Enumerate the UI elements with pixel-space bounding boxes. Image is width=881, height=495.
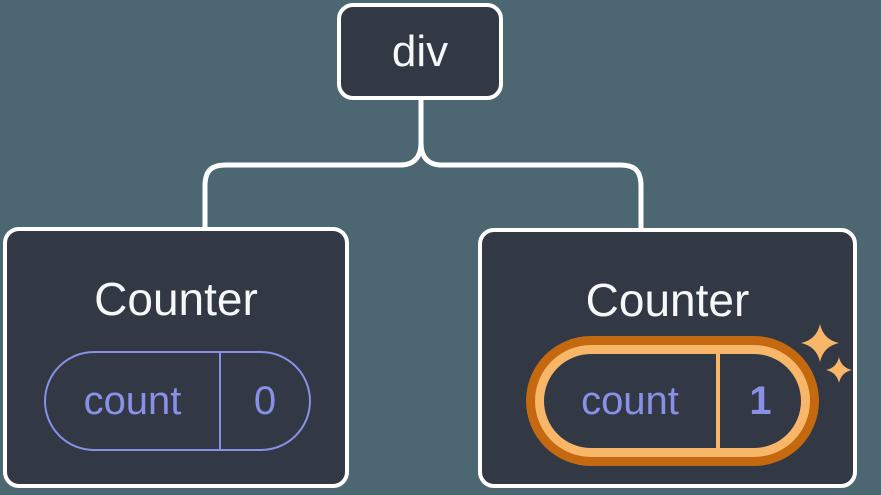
state-key-label: count: [581, 378, 679, 423]
pill-divider: [219, 353, 221, 449]
counter-title: Counter: [94, 273, 258, 325]
root-node-label: div: [391, 26, 449, 76]
root-node-div: div: [337, 3, 503, 100]
state-pill-highlight-ring-inner: count 1: [535, 345, 810, 457]
counter-node-right: Counter count 1: [478, 228, 857, 488]
sparkle-small-icon: [826, 357, 852, 383]
connector-left-branch: [202, 99, 424, 230]
connector-right-branch: [418, 142, 644, 230]
counter-node-left: Counter count 0: [3, 227, 349, 488]
state-value: 1: [749, 378, 772, 423]
state-key-label: count: [83, 378, 182, 423]
pill-divider: [716, 354, 720, 448]
state-pill: count 0: [44, 351, 311, 451]
state-pill-highlight-ring: count 1: [526, 336, 819, 466]
sparkle-large-icon: [801, 324, 839, 362]
counter-title: Counter: [585, 274, 750, 326]
state-value: 0: [253, 378, 277, 423]
state-pill-highlighted: count 1: [544, 354, 801, 448]
